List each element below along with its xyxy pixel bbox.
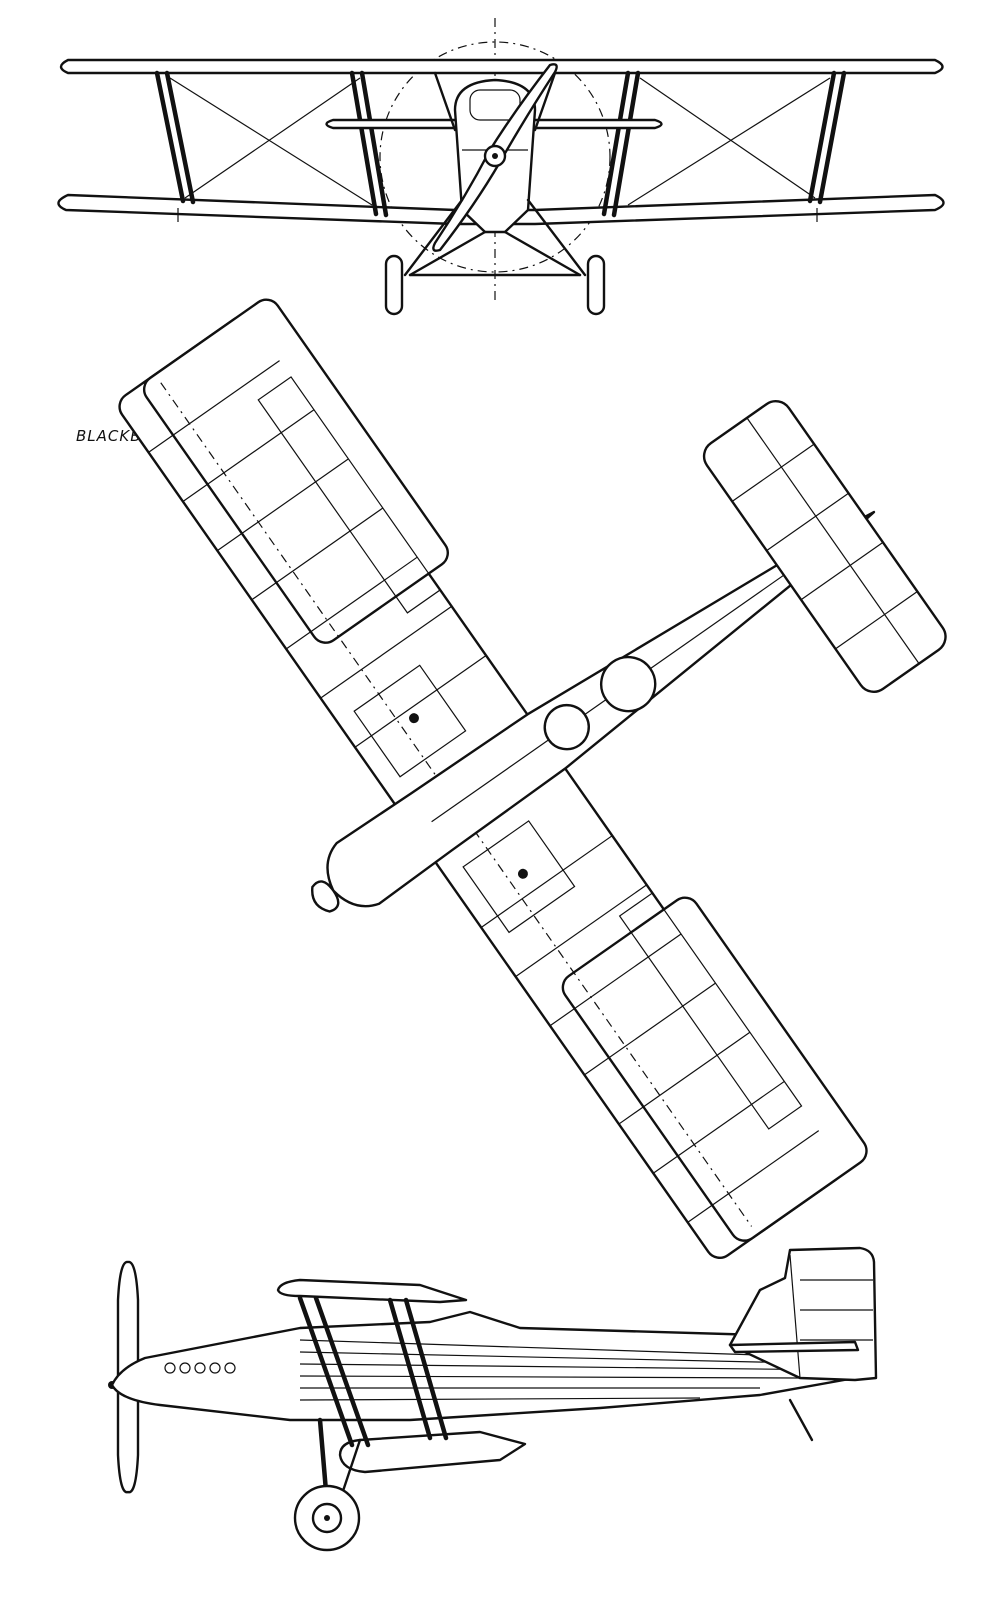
plan-view [118, 298, 947, 1260]
tailplane-plan [702, 400, 947, 693]
bracing-wires [169, 77, 831, 206]
wheel-left [384, 254, 404, 316]
propeller-blade [488, 63, 558, 164]
lower-wing-plan-tip [561, 896, 868, 1242]
fuselage-stringers [299, 1339, 851, 1401]
fuselage-plan [326, 510, 876, 908]
aileron [257, 376, 442, 614]
wheel-right [586, 254, 606, 316]
upper-wing [59, 58, 944, 75]
propeller-blade [432, 148, 502, 252]
side-view [108, 1246, 878, 1552]
nose-spinner [311, 880, 340, 913]
front-view [57, 18, 945, 316]
interplane-struts-side [297, 1295, 449, 1448]
observer-cockpit [599, 655, 657, 713]
tailplane-side [728, 1340, 860, 1354]
landing-gear-front [384, 198, 606, 316]
pilot-cockpit [543, 703, 590, 751]
lower-wing [57, 193, 945, 226]
aileron [618, 892, 803, 1130]
interplane-struts [154, 70, 847, 218]
upper-wing-side [276, 1278, 468, 1304]
landing-gear-side [293, 1417, 362, 1552]
exhaust-ports [164, 1362, 236, 1374]
wing-ribs [148, 360, 820, 1223]
lower-wing-side [338, 1430, 527, 1474]
lower-wing-plan-tip [142, 298, 449, 644]
propeller-disc [379, 41, 611, 273]
